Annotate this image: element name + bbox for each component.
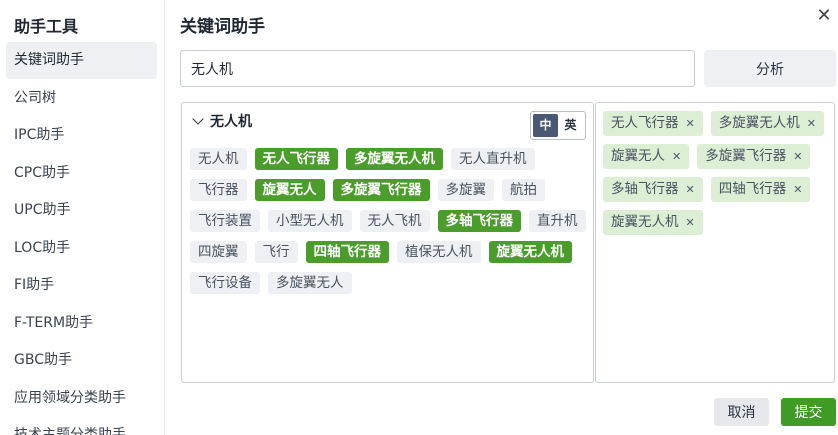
- sidebar-item[interactable]: IPC助手: [14, 127, 65, 143]
- selected-tag-label: 多旋翼无人机: [718, 115, 800, 131]
- sidebar-item[interactable]: CPC助手: [14, 164, 70, 181]
- remove-tag-icon[interactable]: ✕: [685, 216, 695, 229]
- keyword-tag[interactable]: 旋翼无人: [254, 179, 325, 201]
- cancel-button[interactable]: 取消: [714, 398, 769, 426]
- selected-tag: 多轴飞行器 ✕: [603, 177, 703, 202]
- sidebar-title: 助手工具: [14, 17, 79, 36]
- keyword-tag[interactable]: 无人飞机: [359, 210, 430, 232]
- keyword-tag[interactable]: 四轴飞行器: [305, 241, 389, 263]
- keyword-tag[interactable]: 小型无人机: [268, 210, 352, 232]
- sidebar: 助手工具 关键词助手公司树 IPC助手 CPC助手 UPC助手 LOC助手 FI助手 F-T…: [0, 0, 165, 435]
- sidebar-item[interactable]: 关键词助手: [6, 42, 157, 79]
- sidebar-item[interactable]: 技术主题分类助手: [14, 427, 126, 435]
- remove-tag-icon[interactable]: ✕: [793, 150, 803, 163]
- close-icon[interactable]: ✕: [816, 5, 832, 26]
- selected-tag: 无人飞行器 ✕: [603, 111, 703, 136]
- sidebar-item[interactable]: GBC助手: [14, 352, 72, 368]
- group-name: 无人机: [210, 114, 252, 130]
- keyword-tag[interactable]: 多旋翼无人: [268, 272, 352, 294]
- sidebar-item[interactable]: FI助手: [14, 277, 55, 293]
- sidebar-item[interactable]: 公司树: [14, 89, 56, 106]
- keyword-tag[interactable]: 飞行: [254, 241, 298, 263]
- keyword-input[interactable]: [180, 50, 695, 87]
- sidebar-item[interactable]: UPC助手: [14, 202, 71, 218]
- keyword-tag[interactable]: 无人机: [190, 148, 247, 170]
- group-toggle[interactable]: 无人机: [192, 111, 252, 131]
- submit-button[interactable]: 提交: [781, 398, 836, 426]
- chevron-down-icon: [192, 113, 204, 125]
- keyword-tag[interactable]: 无人直升机: [451, 148, 535, 170]
- remove-tag-icon[interactable]: ✕: [806, 117, 816, 130]
- keyword-tag[interactable]: 飞行装置: [190, 210, 260, 232]
- keyword-tag[interactable]: 飞行器: [190, 179, 247, 201]
- selected-tag: 多旋翼飞行器 ✕: [697, 144, 811, 169]
- selected-tag-label: 无人飞行器: [611, 115, 679, 131]
- analyze-button[interactable]: 分析: [704, 50, 836, 87]
- selected-tag: 旋翼无人 ✕: [603, 144, 690, 169]
- remove-tag-icon[interactable]: ✕: [793, 183, 803, 196]
- keyword-tag[interactable]: 直升机: [529, 210, 586, 232]
- selected-tag-label: 四轴飞行器: [718, 181, 787, 197]
- sidebar-item[interactable]: F-TERM助手: [14, 314, 94, 331]
- remove-tag-icon[interactable]: ✕: [672, 150, 682, 163]
- remove-tag-icon[interactable]: ✕: [685, 183, 695, 196]
- keyword-tag[interactable]: 植保无人机: [397, 241, 481, 263]
- page-title: 关键词助手: [180, 17, 265, 37]
- keyword-tag[interactable]: 多旋翼: [437, 179, 494, 201]
- selected-tag: 旋翼无人机 ✕: [603, 210, 703, 235]
- selected-keywords-panel: 无人飞行器✕多旋翼无人机✕旋翼无人✕多旋翼飞行器✕多轴飞行器✕四轴飞行器✕旋翼无…: [595, 102, 835, 383]
- keyword-tag[interactable]: 多旋翼飞行器: [332, 179, 430, 201]
- selected-tag-label: 旋翼无人机: [611, 214, 679, 230]
- selected-tag-label: 多旋翼飞行器: [705, 148, 787, 164]
- sidebar-item[interactable]: LOC助手: [14, 239, 71, 256]
- keyword-tag[interactable]: 多轴飞行器: [437, 210, 521, 232]
- keyword-tag[interactable]: 航拍: [502, 179, 545, 201]
- keyword-tag[interactable]: 飞行设备: [190, 272, 260, 294]
- keyword-results-panel: 无人机 中 英 无人机无人飞行器多旋翼无人机无人直升机飞行器旋翼无人多旋翼飞行器…: [181, 102, 594, 383]
- keyword-tag[interactable]: 四旋翼: [190, 241, 247, 263]
- keyword-tag[interactable]: 无人飞行器: [254, 148, 338, 170]
- sidebar-item[interactable]: 应用领域分类助手: [14, 389, 126, 406]
- language-switch: 中 英: [530, 111, 586, 140]
- selected-tag-label: 多轴飞行器: [611, 181, 679, 197]
- keyword-tag[interactable]: 旋翼无人机: [488, 241, 572, 263]
- remove-tag-icon[interactable]: ✕: [685, 117, 695, 130]
- selected-tag-label: 旋翼无人: [611, 148, 665, 164]
- keyword-tag[interactable]: 多旋翼无人机: [346, 148, 443, 170]
- selected-tag: 四轴飞行器 ✕: [710, 177, 811, 202]
- lang-zh-button[interactable]: 中: [533, 114, 558, 137]
- selected-tag: 多旋翼无人机 ✕: [710, 111, 824, 136]
- lang-en-button[interactable]: 英: [564, 118, 577, 132]
